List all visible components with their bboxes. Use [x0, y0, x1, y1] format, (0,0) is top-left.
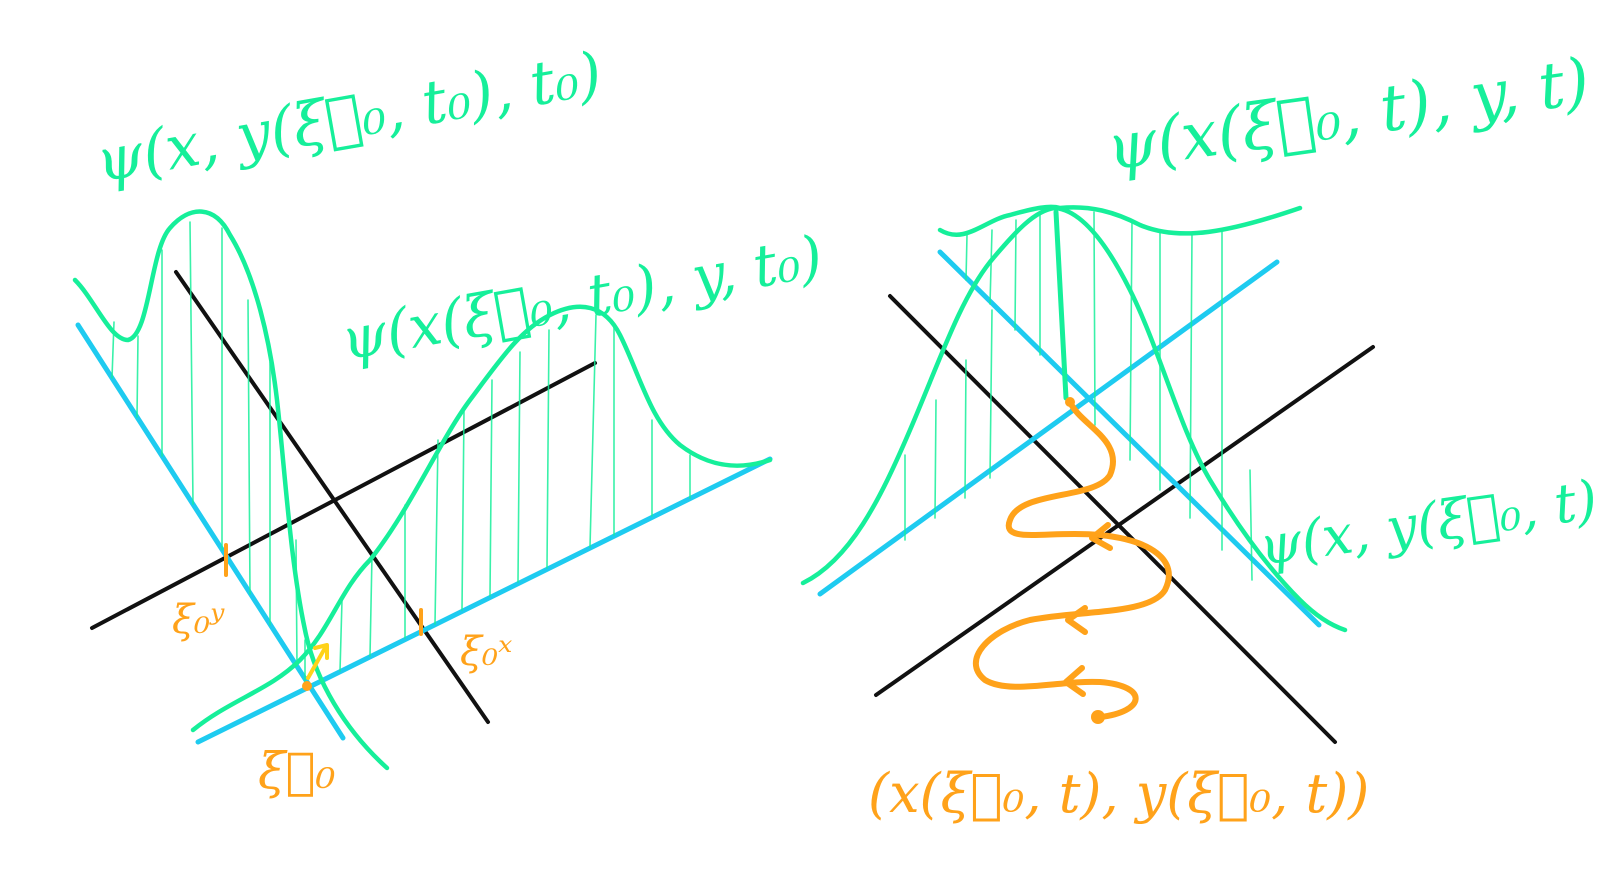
- right-panel: ψ(x(ξ⃗₀, t), y, t) ψ(x, y(ξ⃗₀, t), t) (x…: [800, 45, 1600, 825]
- left-wave1-hatching: [111, 221, 298, 667]
- left-label-xi-x: ξ₀ˣ: [460, 629, 512, 675]
- right-label-psi-y-slice: ψ(x, y(ξ⃗₀, t), t): [1255, 457, 1600, 578]
- right-trajectory-arrow1-icon: [1089, 522, 1113, 551]
- left-xi-point: [302, 681, 312, 691]
- left-wavefunction-y-slice: [72, 209, 390, 771]
- left-x-slice-line: [195, 456, 773, 745]
- right-trajectory-arrow2-icon: [1065, 605, 1088, 635]
- left-y-axis: [174, 270, 490, 724]
- left-panel: ψ(x, y(ξ⃗₀, t₀), t₀) ψ(x(ξ⃗₀, t₀), y, t₀…: [72, 39, 828, 800]
- right-label-trajectory: (x(ξ⃗₀, t), y(ξ⃗₀, t)): [868, 762, 1369, 825]
- left-label-xi-y: ξ₀ʸ: [172, 597, 225, 643]
- right-wavefunction-y-slice: [800, 205, 1348, 633]
- right-y-axis: [888, 294, 1337, 744]
- left-y-slice-line: [75, 322, 346, 741]
- right-x-axis: [874, 345, 1375, 697]
- left-wavefunction-x-slice: [190, 304, 773, 733]
- left-label-psi-x-slice: ψ(x(ξ⃗₀, t₀), y, t₀): [336, 222, 828, 374]
- right-peak-line: [1053, 209, 1069, 401]
- right-trajectory-start: [1065, 397, 1075, 407]
- left-label-psi-y-slice: ψ(x, y(ξ⃗₀, t₀), t₀): [90, 39, 607, 197]
- right-wavefunction-x-slice: [937, 204, 1303, 237]
- right-trajectory-arrow3-icon: [1063, 665, 1086, 697]
- left-xi-arrow-icon: [306, 643, 329, 680]
- right-x-slice-line: [817, 259, 1280, 597]
- left-x-axis: [90, 361, 597, 630]
- left-label-xi-vec: ξ⃗₀: [258, 742, 336, 800]
- right-label-psi-x-slice: ψ(x(ξ⃗₀, t), y, t): [1102, 45, 1594, 186]
- left-wave2-hatching: [304, 314, 691, 689]
- right-trajectory-end: [1091, 710, 1105, 724]
